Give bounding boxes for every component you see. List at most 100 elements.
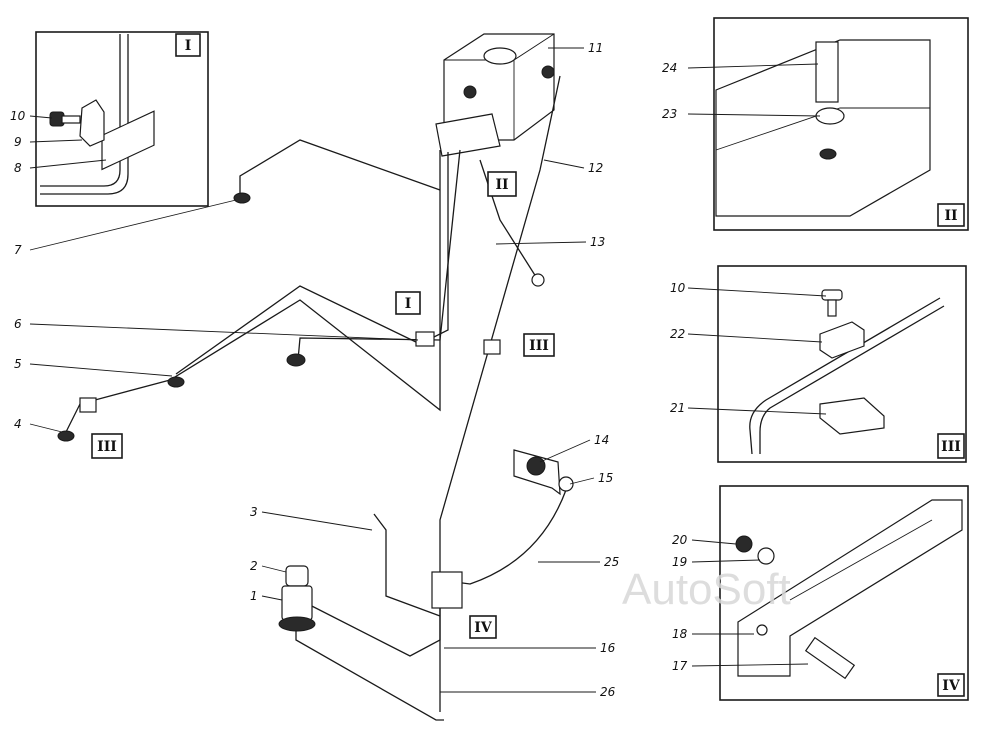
fitting-5 — [167, 376, 185, 388]
watermark: AutoSoft — [622, 565, 791, 614]
channel-inner-edge — [789, 519, 933, 601]
clip-screw-shank — [827, 299, 837, 317]
callout-24: 24 — [662, 61, 677, 75]
leader-21 — [687, 407, 827, 415]
fitting-7 — [233, 192, 251, 204]
leader-6 — [29, 323, 419, 341]
mounting-hole — [819, 148, 837, 160]
lock-washer — [757, 547, 775, 565]
callout-22: 22 — [670, 327, 685, 341]
callout-5: 5 — [14, 357, 22, 371]
leader-5 — [29, 363, 173, 377]
inset-II-tag-box — [937, 203, 965, 227]
mount-fitting — [526, 456, 546, 476]
tag-III-a: III — [529, 338, 549, 354]
inset-III: III — [717, 265, 967, 463]
pipe-clip-III-b — [79, 397, 97, 413]
leader-15 — [569, 477, 595, 485]
callout-17: 17 — [672, 659, 688, 673]
callout-23: 23 — [662, 107, 677, 121]
pipe-left-lower — [297, 149, 461, 361]
bracket-bend — [715, 107, 930, 151]
filter-cap — [285, 565, 309, 587]
callout-14: 14 — [594, 433, 609, 447]
callout-9: 9 — [14, 135, 22, 149]
leader-2 — [261, 565, 287, 573]
pipe-to-7 — [239, 139, 441, 196]
pipe-segment-outer — [749, 297, 941, 455]
inset-I: I — [35, 31, 209, 207]
tee-bracket — [431, 571, 463, 609]
callout-7: 7 — [14, 243, 22, 257]
main-assembly — [57, 33, 574, 721]
leader-1 — [261, 595, 283, 601]
pipe-16 — [299, 599, 441, 657]
callout-19: 19 — [672, 555, 687, 569]
bracket-hole — [756, 624, 768, 636]
leader-24 — [687, 63, 819, 69]
pipe-clip-I — [415, 331, 435, 347]
inset-II: II — [713, 17, 969, 231]
leader-4 — [29, 423, 63, 433]
callout-1: 1 — [250, 589, 258, 603]
tag-box-III-a — [523, 333, 555, 357]
filter-base — [278, 616, 316, 632]
pipe-13-end — [531, 273, 545, 287]
bracket-bolt — [815, 41, 839, 103]
clip-pad — [819, 397, 885, 435]
leader-14 — [539, 439, 591, 463]
filler-cap — [483, 47, 517, 65]
tag-box-III-b — [91, 433, 123, 459]
channel-bracket — [737, 499, 963, 677]
inset-II-tag: II — [944, 208, 957, 224]
clip-screw-head — [821, 289, 843, 301]
leader-8 — [29, 159, 107, 169]
inset-III-tag: III — [941, 439, 961, 455]
tag-box-II — [487, 171, 517, 197]
callout-12: 12 — [588, 161, 603, 175]
clip-bracket — [79, 99, 105, 147]
mounting-bolt — [804, 636, 856, 680]
leader-20 — [691, 539, 737, 545]
callout-13: 13 — [590, 235, 605, 249]
fitting-4 — [57, 430, 75, 442]
callout-6: 6 — [14, 317, 22, 331]
leader-7 — [29, 199, 237, 251]
fitting-6 — [286, 353, 306, 367]
bolt-shank — [61, 115, 81, 124]
pipe-left-mid — [175, 152, 449, 375]
leader-10b — [687, 287, 827, 297]
callout-11: 11 — [588, 41, 603, 55]
leader-10a — [29, 115, 53, 119]
leader-lines — [29, 47, 827, 693]
callout-10a: 10 — [10, 109, 26, 123]
clip-block — [101, 110, 155, 171]
leader-9 — [29, 139, 83, 143]
callout-2: 2 — [250, 559, 258, 573]
view-tags: I II III III IV — [91, 171, 555, 639]
leader-22 — [687, 333, 823, 343]
inset-I-tag: I — [185, 38, 192, 54]
pipe-segment-inner — [759, 305, 945, 454]
leader-23 — [687, 113, 821, 117]
tank-outlet-fitting — [463, 85, 477, 99]
pipe-clip-III-a — [483, 339, 501, 355]
callout-4: 4 — [14, 417, 22, 431]
pipe-left-upper — [65, 150, 441, 433]
callout-25: 25 — [604, 555, 619, 569]
tag-II: II — [495, 177, 508, 193]
tag-I: I — [405, 296, 412, 312]
leader-19 — [691, 559, 761, 563]
distribution-block — [435, 113, 501, 157]
angle-bracket — [715, 39, 931, 217]
tag-IV: IV — [474, 620, 493, 636]
filter-body — [281, 585, 313, 621]
inset-IV-tag: IV — [942, 678, 961, 694]
inset-IV: IV — [719, 485, 969, 701]
nut — [735, 535, 753, 553]
tag-box-I — [395, 291, 421, 315]
tag-box-IV — [469, 615, 497, 639]
inset-III-tag-box — [937, 433, 965, 459]
